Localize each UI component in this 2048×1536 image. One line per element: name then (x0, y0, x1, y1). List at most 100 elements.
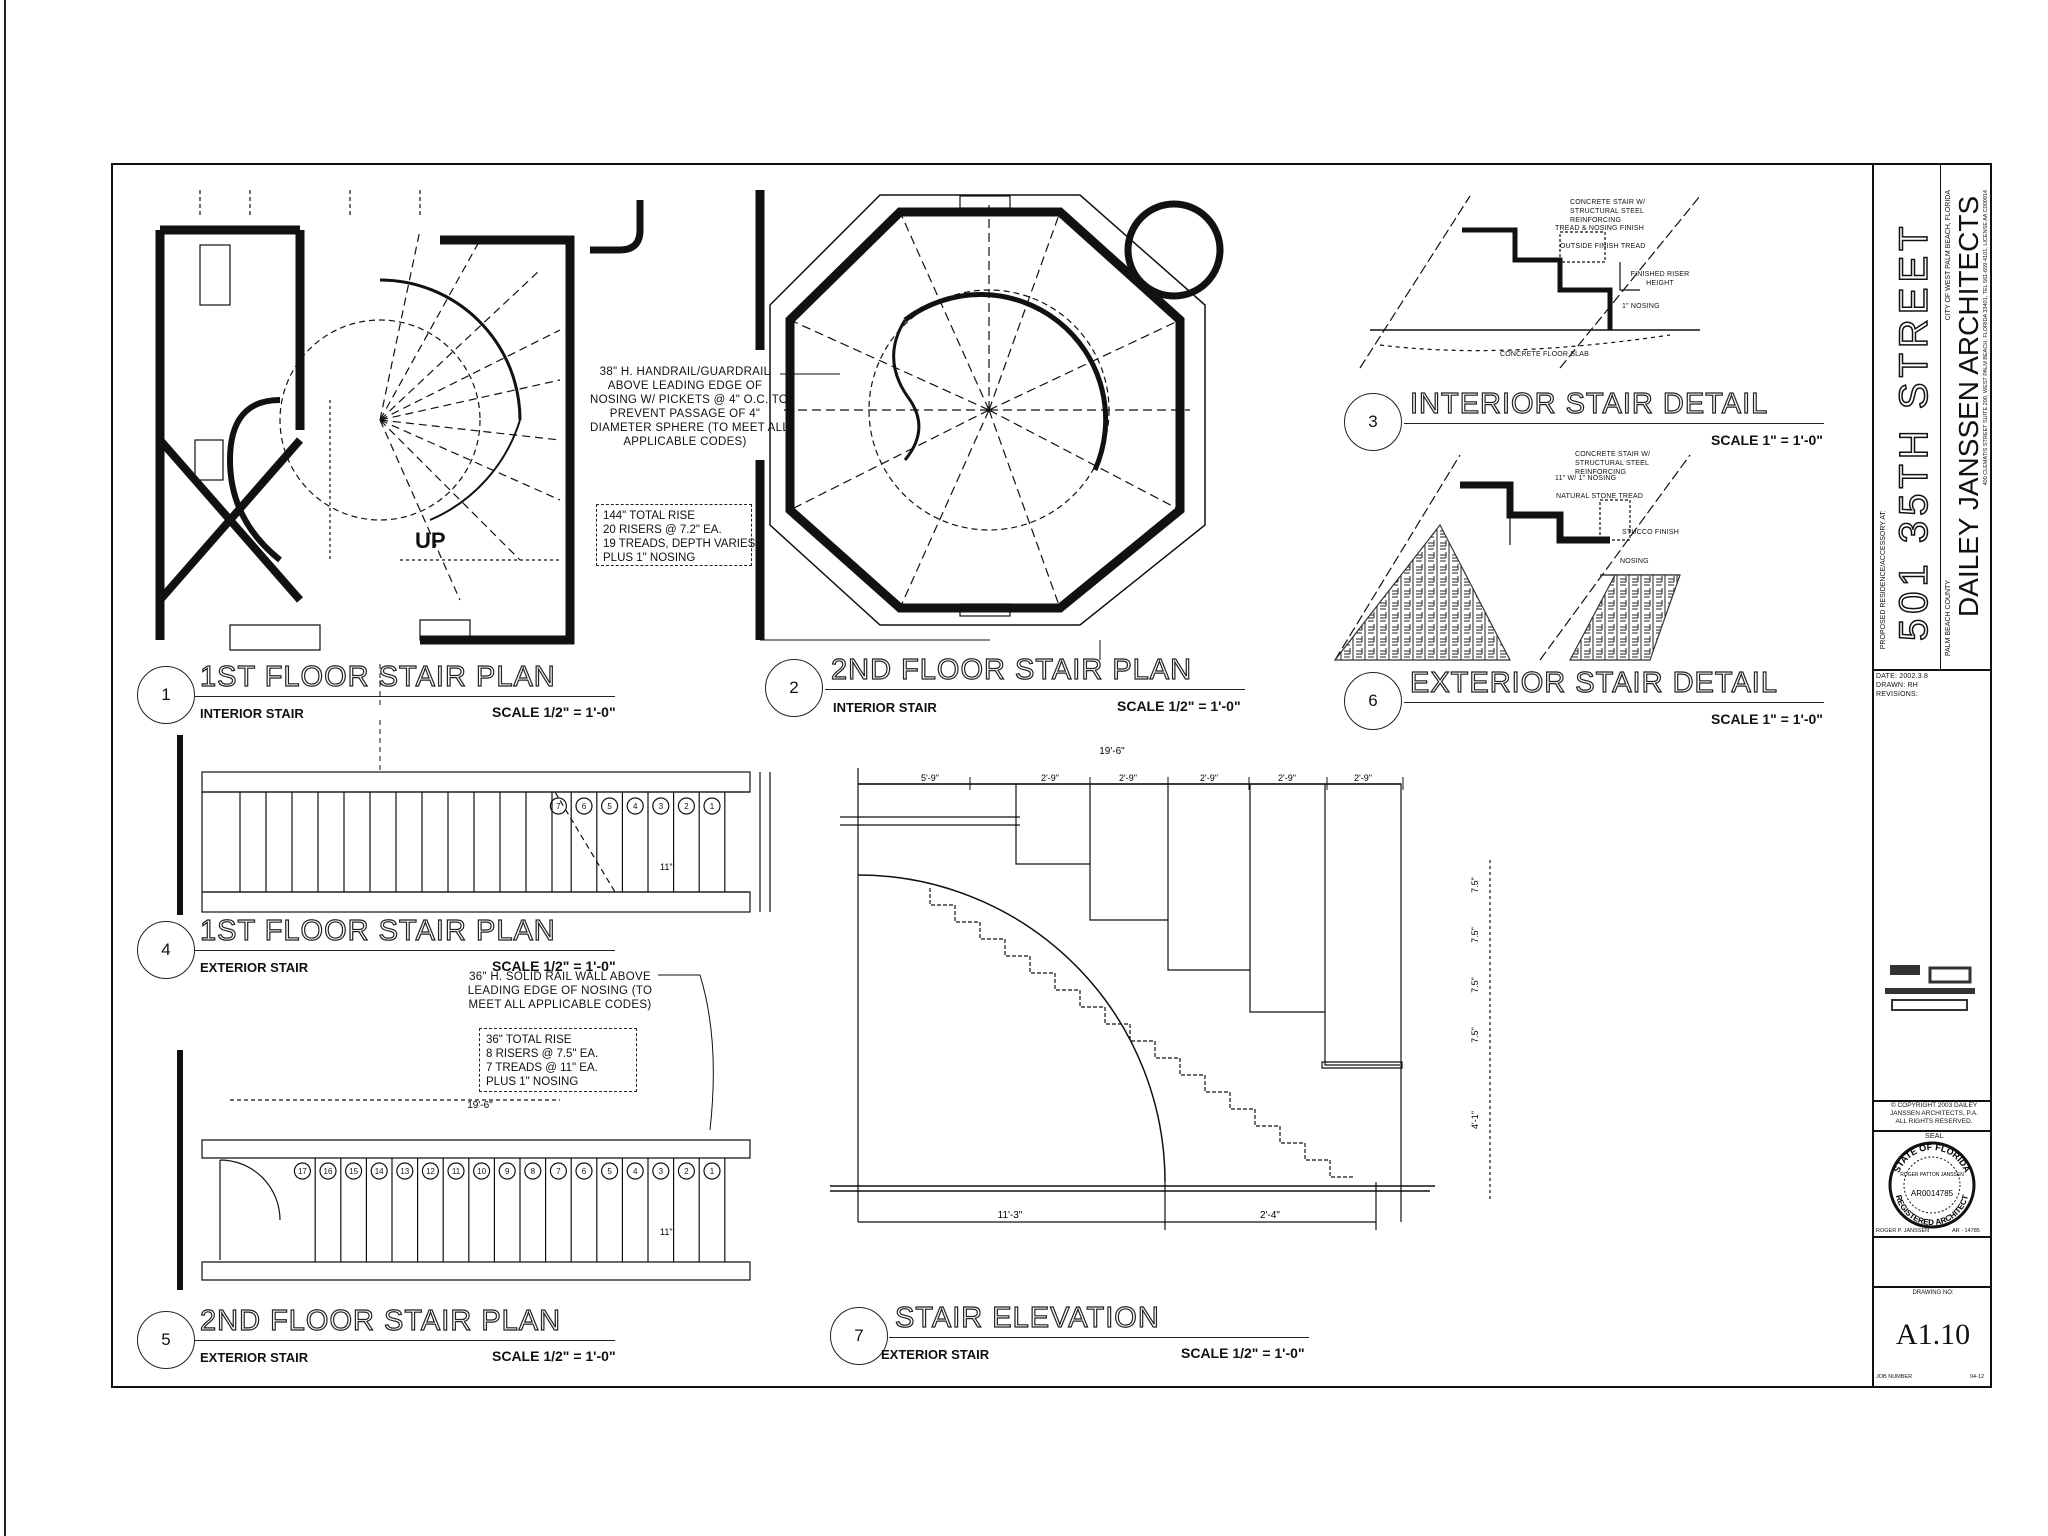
drawing-bubble-5: 5 (137, 1311, 195, 1369)
detail3-label: CONCRETE STAIR W/ STRUCTURAL STEEL REINF… (1570, 199, 1646, 224)
drawing-title-4: 1ST FLOOR STAIR PLAN (199, 914, 556, 947)
seal-registered: REGISTERED ARCHITECT (1894, 1194, 1970, 1227)
note-line: NOSING W/ PICKETS @ 4" O.C. TO (590, 394, 789, 406)
tread-number: 13 (400, 1167, 409, 1176)
tread-number: 12 (426, 1167, 435, 1176)
note-line: MEET ALL APPLICABLE CODES) (468, 999, 652, 1011)
svg-text:STATE OF FLORIDA: STATE OF FLORIDA (1892, 1142, 1973, 1175)
drawing-scale-2: SCALE 1/2" = 1'-0" (1117, 698, 1241, 714)
tread-number-bubble (473, 1162, 491, 1180)
drawing-number-label: DRAWING NO: (1912, 1290, 1954, 1296)
drawing-scale-1: SCALE 1/2" = 1'-0" (492, 704, 616, 720)
tread-number: 14 (375, 1167, 384, 1176)
plan5-overall-dim: 19'-6" (467, 1100, 493, 1111)
sheet-border (111, 163, 1992, 1388)
tread-number-bubble (549, 1162, 568, 1180)
title-block-border (1872, 163, 1874, 1388)
job-number-label: JOB NUMBER (1876, 1374, 1913, 1380)
elevation-overall-dim: 19'-6" (1099, 746, 1125, 757)
stamp-mark (1885, 965, 1975, 1011)
drawing-title-5: 2ND FLOOR STAIR PLAN (199, 1304, 562, 1337)
drawing-title-7: STAIR ELEVATION (894, 1301, 1160, 1334)
title-block-divider (1872, 1236, 1992, 1238)
project-city: CITY OF WEST PALM BEACH, FLORIDA (1945, 190, 1952, 321)
drawing-scale-7: SCALE 1/2" = 1'-0" (1181, 1345, 1305, 1361)
title-block-divider (1872, 1286, 1992, 1288)
exterior-rise-note: 36" TOTAL RISE 8 RISERS @ 7.5" EA. 7 TRE… (479, 1028, 637, 1092)
tread-number: 11 (452, 1167, 461, 1176)
plan-2-linework (755, 190, 1224, 660)
elevation-segment-dim: 5'-9" (921, 773, 939, 783)
note-line: 38" H. HANDRAIL/GUARDRAIL (599, 366, 771, 378)
note-line: LEADING EDGE OF NOSING (TO (467, 985, 653, 997)
note-line: DIAMETER SPHERE (TO MEET ALL (590, 422, 790, 434)
note-line: 36" H. SOLID RAIL WALL ABOVE (469, 971, 651, 983)
title-block-divider (1872, 1100, 1992, 1102)
tread-number-bubble (396, 1162, 414, 1180)
elevation-riser-dim: 4'-1" (1470, 1111, 1480, 1129)
drawing-subtitle-5: EXTERIOR STAIR (200, 1350, 309, 1365)
detail-6-paver-hatch-right (1569, 574, 1681, 661)
tread-number-bubble (626, 1162, 644, 1180)
tread-number: 2 (684, 1167, 689, 1176)
tread-number-bubble (498, 1162, 516, 1180)
drawing-bubble-7: 7 (830, 1307, 888, 1365)
title-block-divider (1872, 669, 1992, 671)
elevation-bottom-dim-1: 11'-3" (998, 1210, 1023, 1221)
elevation-segment-dim: 2'-9" (1119, 773, 1137, 783)
elevation-riser-dim: 7.5" (1470, 877, 1480, 893)
note-line: PREVENT PASSAGE OF 4" (609, 408, 761, 420)
detail6-label: STUCCO FINISH (1622, 529, 1680, 536)
interior-rail-note: 38" H. HANDRAIL/GUARDRAIL ABOVE LEADING … (590, 365, 790, 449)
tread-number: 5 (607, 802, 612, 811)
tread-number: 16 (324, 1167, 333, 1176)
seal-number: AR0014785 (1911, 1189, 1954, 1198)
title-rule-7 (889, 1337, 1309, 1338)
detail3-label: FINISHED RISER HEIGHT (1630, 271, 1690, 287)
project-caption: PROPOSED RESIDENCE/ACCESSORY AT: (1880, 510, 1887, 650)
note-line: 7 TREADS @ 11" EA. (486, 1062, 598, 1074)
tread-number: 5 (607, 1167, 612, 1176)
drawing-bubble-2: 2 (765, 659, 823, 717)
elevation-segment-dim: 2'-9" (1200, 773, 1218, 783)
tread-number: 4 (633, 802, 638, 811)
architect-seal: STATE OF FLORIDA REGISTERED ARCHITECT RO… (1888, 1141, 1976, 1229)
detail6-label: CONCRETE STAIR W/ STRUCTURAL STEEL REINF… (1575, 451, 1651, 476)
tread-number-bubble (319, 1162, 337, 1180)
note-line: 19 TREADS, DEPTH VARIES (603, 538, 756, 550)
drawing-bubble-6: 6 (1344, 672, 1402, 730)
copyright-notice: © COPYRIGHT 2003 DAILEY JANSSEN ARCHITEC… (1878, 1102, 1990, 1126)
note-line: PLUS 1" NOSING (603, 552, 696, 564)
detail3-label: TREAD & NOSING FINISH (1555, 225, 1644, 232)
title-rule-5 (195, 1340, 615, 1341)
tread-number-bubble (421, 1162, 439, 1180)
tread-number-bubble (626, 797, 644, 815)
drawing-title-2: 2ND FLOOR STAIR PLAN (830, 653, 1193, 686)
elevation-bottom-dim-2: 2'-4" (1260, 1210, 1280, 1221)
drawing-subtitle-2: INTERIOR STAIR (833, 700, 937, 715)
plan5-tread-dim: 11" (660, 1227, 673, 1237)
note-line: PLUS 1" NOSING (486, 1076, 579, 1088)
tread-number: 3 (659, 802, 664, 811)
elevation-riser-dim: 7.5" (1470, 977, 1480, 993)
tread-number-bubble (652, 1162, 670, 1180)
tread-number: 10 (477, 1167, 486, 1176)
tread-number-bubble (345, 1162, 363, 1180)
detail-6-paver-hatch (1333, 523, 1511, 661)
plan4-tread-dim: 11" (660, 862, 673, 872)
detail-6-linework (1334, 454, 1691, 661)
tread-number-bubble (293, 1162, 311, 1180)
title-rule-4 (195, 950, 615, 951)
detail3-label: CONCRETE FLOOR SLAB (1500, 351, 1589, 358)
tread-number: 7 (556, 802, 561, 811)
drawing-subtitle-7: EXTERIOR STAIR (881, 1347, 990, 1362)
tread-number-bubble (703, 797, 721, 815)
interior-rise-note: 144" TOTAL RISE 20 RISERS @ 7.2" EA. 19 … (596, 504, 756, 566)
elevation-stair-profile (929, 888, 1355, 1178)
note-line: 36" TOTAL RISE (486, 1034, 572, 1046)
drawing-subtitle-1: INTERIOR STAIR (200, 706, 304, 721)
firm-name: DAILEY JANSSEN ARCHITECTS (1953, 196, 1984, 618)
tread-number-bubble (600, 1162, 619, 1180)
